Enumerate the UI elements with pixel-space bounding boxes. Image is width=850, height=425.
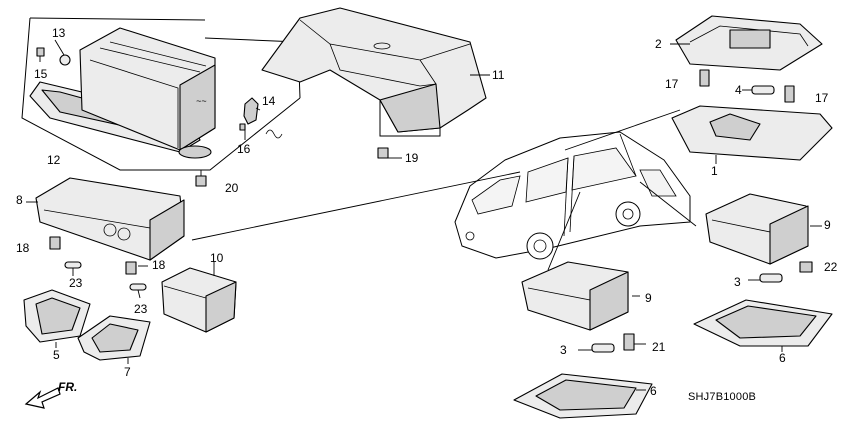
rear-console-lower xyxy=(513,261,653,419)
callout-1: 1 xyxy=(711,164,718,178)
map-light-assembly xyxy=(670,15,833,164)
callout-5: 5 xyxy=(53,348,60,362)
diagram-code: SHJ7B1000B xyxy=(688,391,757,403)
callout-6: 6 xyxy=(650,384,657,398)
callout-16: 16 xyxy=(237,142,251,156)
callout-17: 17 xyxy=(665,77,679,91)
callout-12: 12 xyxy=(47,153,61,167)
callout-8: 8 xyxy=(16,193,23,207)
front-direction-arrow xyxy=(24,387,61,409)
callout-13: 13 xyxy=(52,26,66,40)
svg-text:~~: ~~ xyxy=(196,96,207,106)
callout-18: 18 xyxy=(16,241,30,255)
callout-2: 2 xyxy=(655,37,662,51)
courtesy-light-module xyxy=(161,262,237,333)
callout-9: 9 xyxy=(824,218,831,232)
roof-bracket xyxy=(261,7,490,159)
callout-14: 14 xyxy=(262,94,276,108)
callout-19: 19 xyxy=(405,151,419,165)
callout-6: 6 xyxy=(779,351,786,365)
callout-9: 9 xyxy=(645,291,652,305)
callout-10: 10 xyxy=(210,251,224,265)
callout-20: 20 xyxy=(225,181,239,195)
callout-22: 22 xyxy=(824,260,838,274)
leader-lines xyxy=(191,109,697,271)
front-console xyxy=(26,177,185,299)
callout-11: 11 xyxy=(492,68,505,82)
callout-3: 3 xyxy=(560,343,567,357)
overhead-console-assembly: ~~ xyxy=(21,17,301,187)
callout-4: 4 xyxy=(735,83,742,97)
callout-7: 7 xyxy=(124,365,131,379)
rear-console-upper xyxy=(693,193,833,352)
front-direction-label: FR. xyxy=(58,380,78,394)
vehicle-outline xyxy=(454,131,691,260)
callout-15: 15 xyxy=(34,67,48,81)
callout-21: 21 xyxy=(652,340,666,354)
callout-23: 23 xyxy=(69,276,83,290)
callout-17: 17 xyxy=(815,91,829,105)
callout-23: 23 xyxy=(134,302,148,316)
lens-covers-left xyxy=(23,289,151,364)
callout-3: 3 xyxy=(734,275,741,289)
callout-18: 18 xyxy=(152,258,166,272)
